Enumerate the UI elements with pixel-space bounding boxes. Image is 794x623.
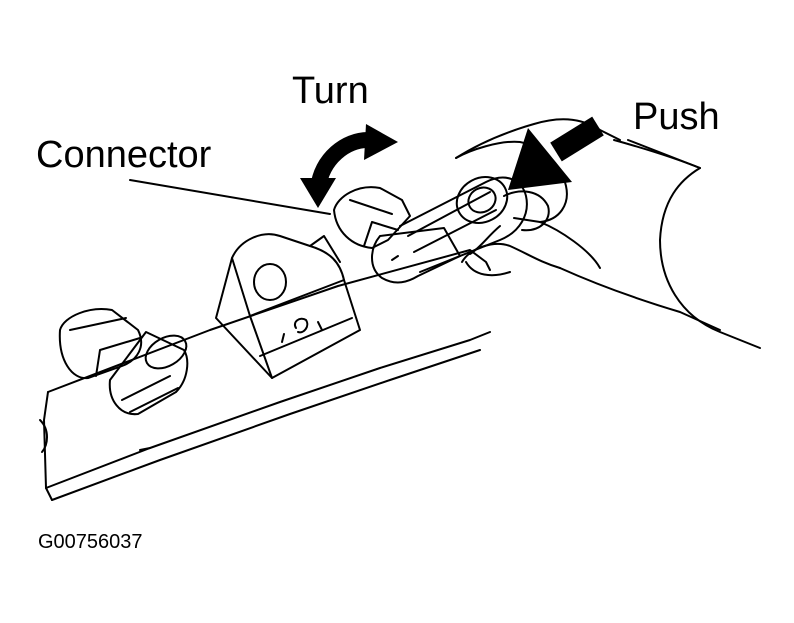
mounting-bracket bbox=[215, 233, 361, 379]
connector-leader-line bbox=[129, 179, 331, 215]
push-leader-line bbox=[627, 139, 701, 169]
hand bbox=[455, 118, 761, 349]
bracket-hole bbox=[253, 263, 287, 301]
push-label: Push bbox=[633, 96, 720, 138]
figure-id: G00756037 bbox=[38, 531, 143, 553]
thick-arrow-icon bbox=[508, 116, 604, 190]
connector-label: Connector bbox=[36, 134, 212, 176]
main-injector bbox=[333, 176, 528, 284]
left-injector bbox=[58, 308, 189, 416]
delivery-pipe bbox=[39, 249, 491, 501]
turn-label: Turn bbox=[292, 70, 369, 112]
curved-double-arrow-icon bbox=[300, 124, 398, 208]
